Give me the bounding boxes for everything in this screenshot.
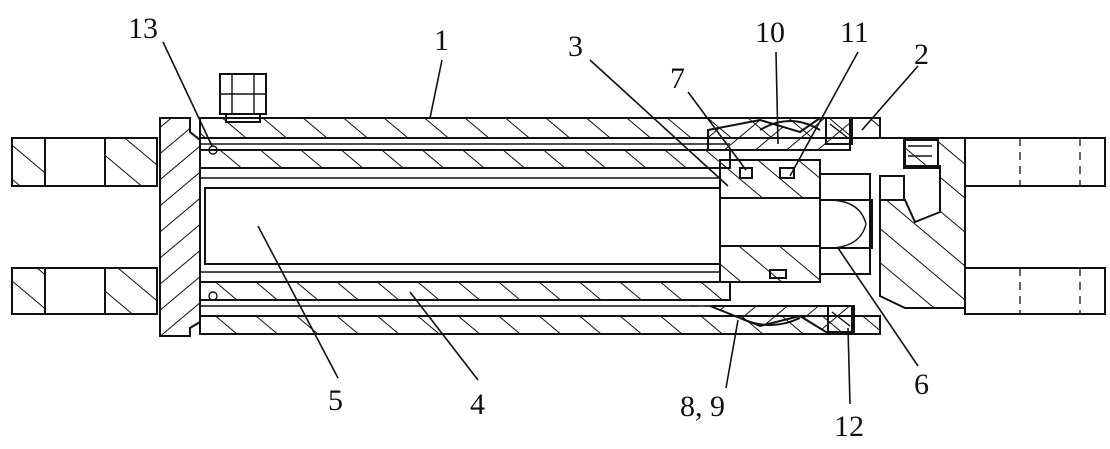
callout-3: 3 xyxy=(568,30,583,63)
right-end-block xyxy=(870,137,966,309)
port-fitting xyxy=(219,73,267,123)
plunger xyxy=(200,177,721,273)
callout-1: 1 xyxy=(434,24,449,57)
piston-head xyxy=(719,159,821,283)
right-mounting-arms xyxy=(964,137,1106,315)
central-shaft xyxy=(819,173,873,275)
left-end-cap xyxy=(159,117,201,337)
callout-2: 2 xyxy=(914,38,929,71)
callout-7: 7 xyxy=(670,62,685,95)
callout-6: 6 xyxy=(914,368,929,401)
seal-assembly xyxy=(690,117,855,333)
callout-labels: 13 1 3 7 10 11 2 5 4 8, 9 12 6 xyxy=(128,12,929,443)
callout-8-9: 8, 9 xyxy=(680,390,725,423)
callout-13: 13 xyxy=(128,12,158,45)
callout-10: 10 xyxy=(755,16,785,49)
inner-tube xyxy=(199,143,731,307)
leader-lines xyxy=(162,41,919,405)
callout-4: 4 xyxy=(470,388,485,421)
callout-11: 11 xyxy=(840,16,869,49)
callout-5: 5 xyxy=(328,384,343,417)
callout-12: 12 xyxy=(834,410,864,443)
outer-barrel xyxy=(199,117,881,335)
left-mounting-arms xyxy=(11,137,158,315)
